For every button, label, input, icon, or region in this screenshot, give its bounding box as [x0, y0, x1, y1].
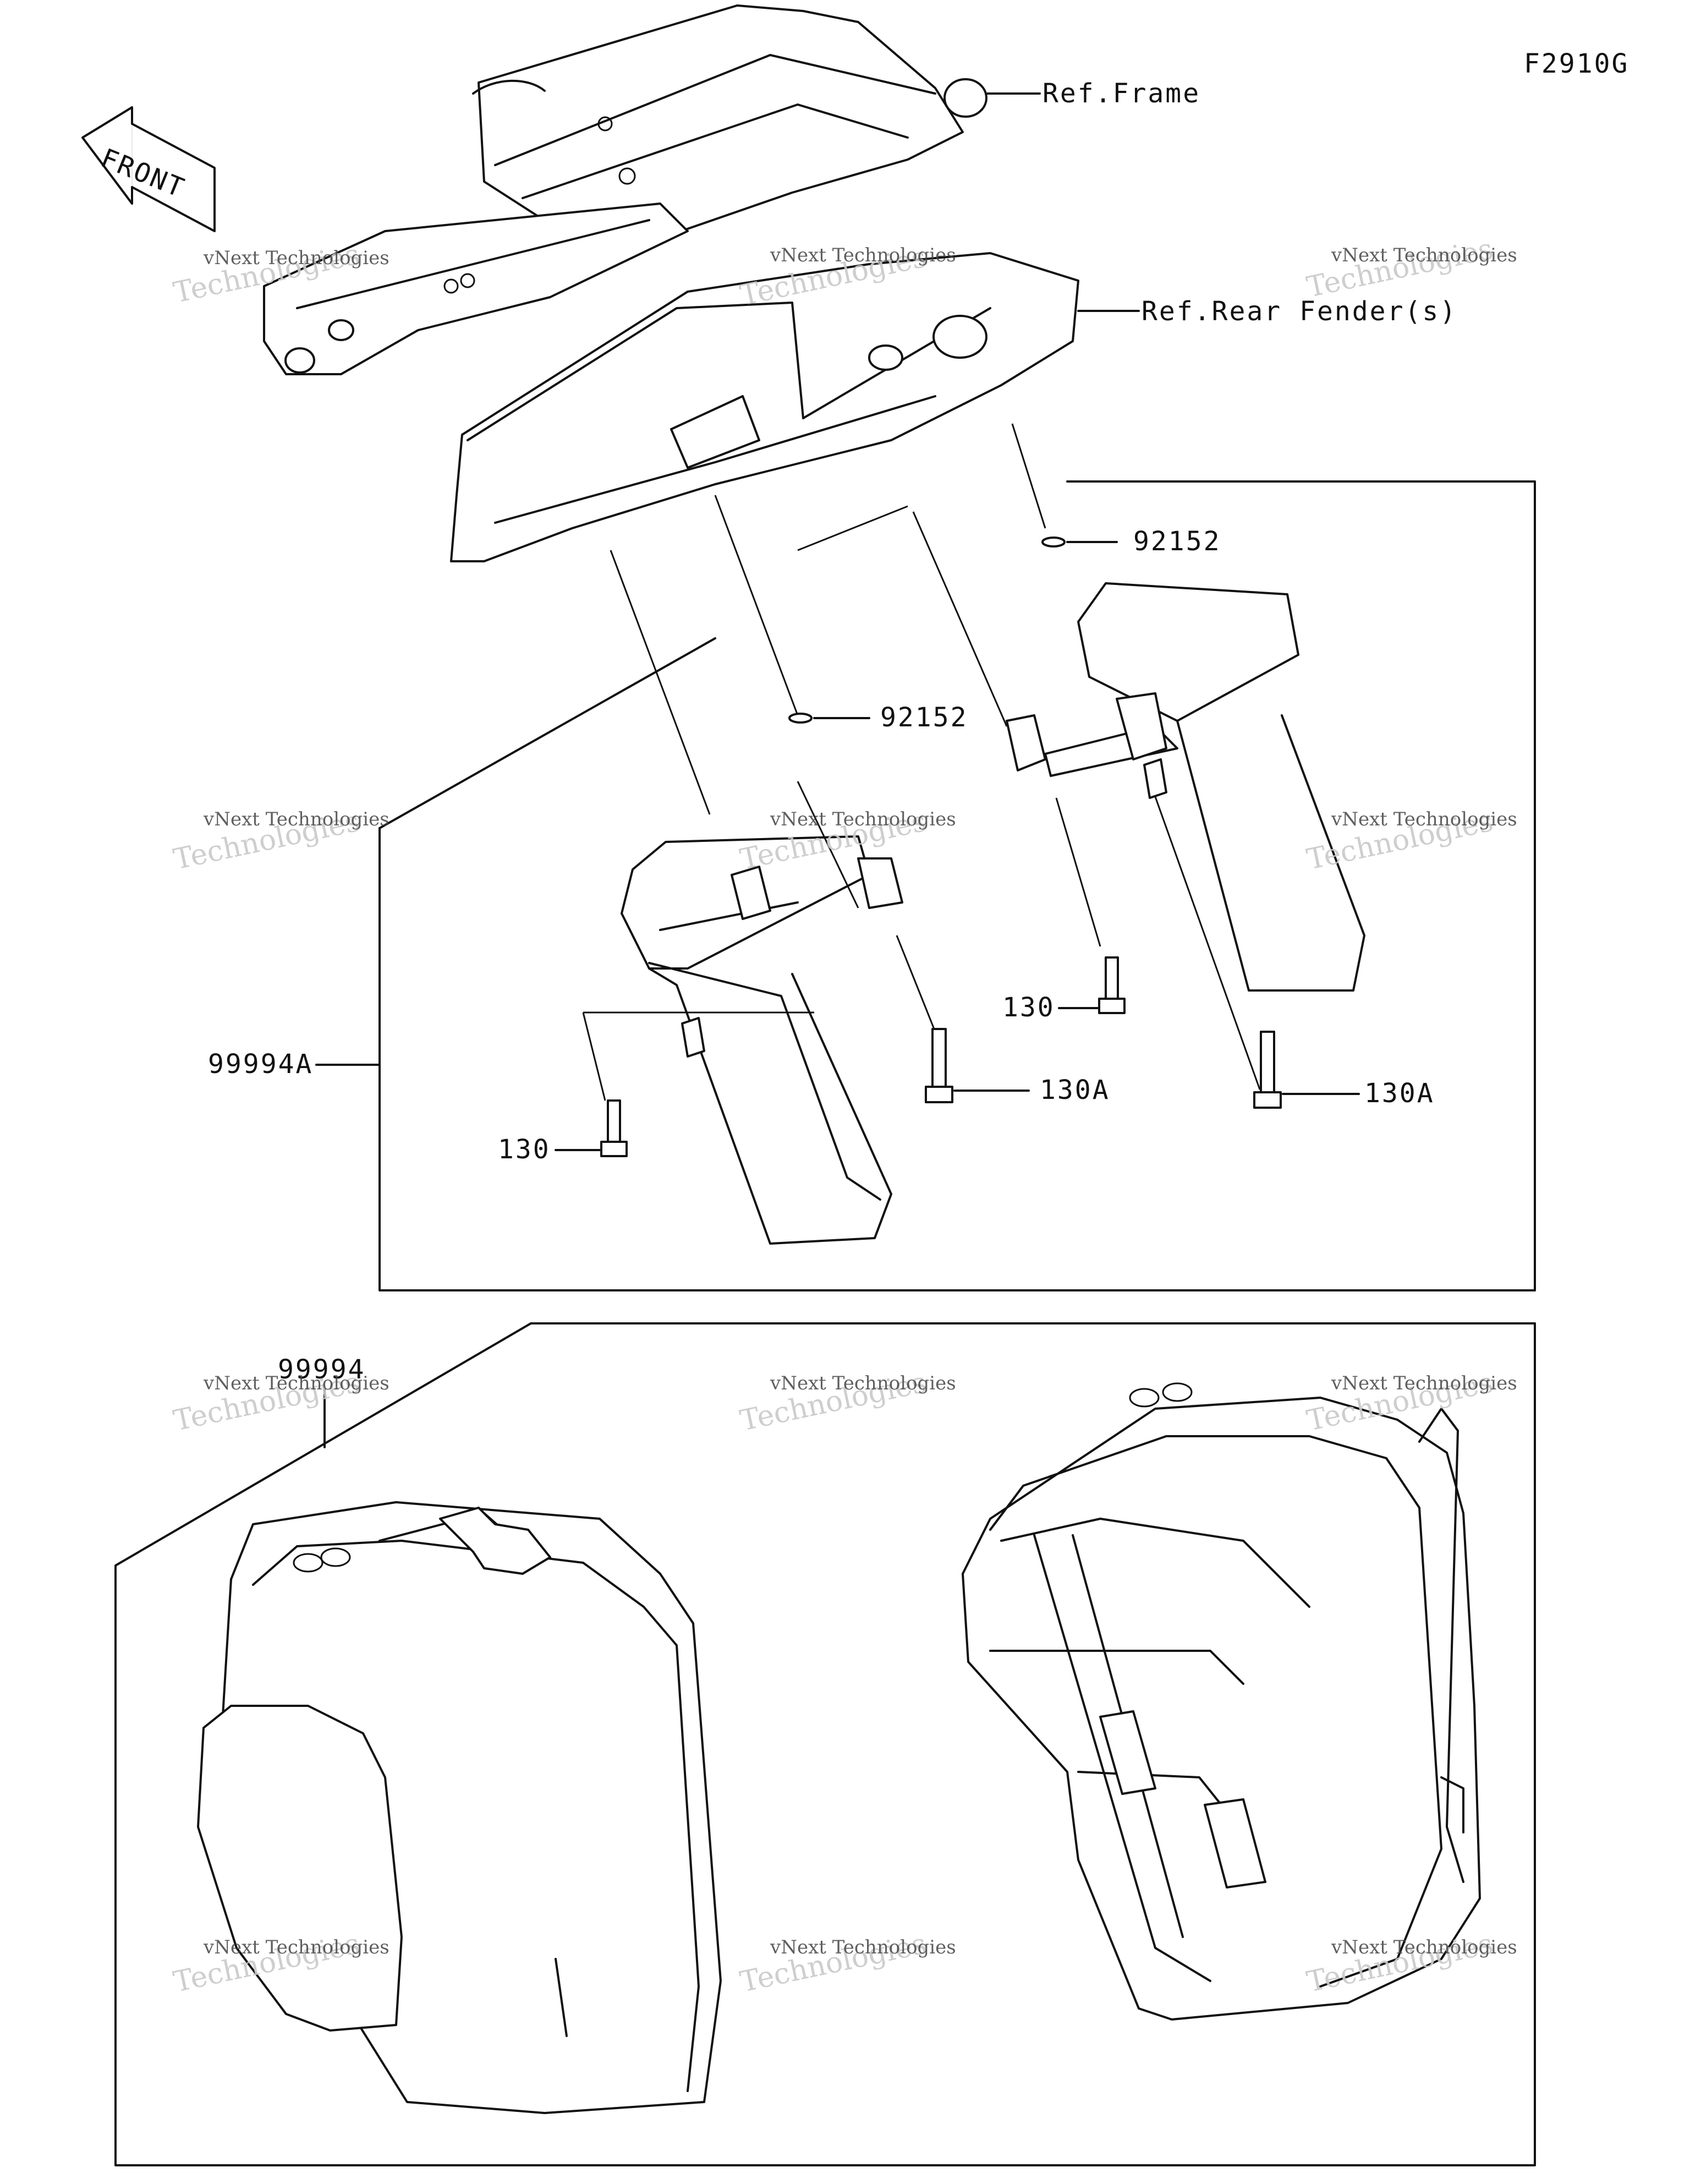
ref-frame-label: Ref.Frame: [1042, 78, 1200, 109]
watermark-brand: vNext Technologies: [1331, 1936, 1517, 1958]
bracket-kit-box: [378, 480, 1536, 1291]
label-130a-mid: 130A: [1040, 1075, 1110, 1105]
saddlebag-kit-box: [114, 1322, 1536, 2166]
watermark-brand: vNext Technologies: [1331, 1372, 1517, 1394]
watermark-brand: vNext Technologies: [203, 808, 389, 830]
watermark-brand: vNext Technologies: [770, 1372, 956, 1394]
left-bracket-drawing: [621, 835, 903, 1245]
watermark-brand: vNext Technologies: [770, 244, 956, 266]
label-99994: 99994: [278, 1354, 366, 1385]
bolt-right-130a-icon: [1253, 1031, 1282, 1109]
watermark-brand: vNext Technologies: [1331, 244, 1517, 266]
bolt-right-130-icon: [1098, 956, 1126, 1014]
bolt-mid-130a-icon: [925, 1028, 953, 1103]
watermark-brand: vNext Technologies: [1331, 808, 1517, 830]
label-130-left: 130: [498, 1134, 551, 1165]
diagram-code: F2910G: [1524, 48, 1629, 79]
label-99994a: 99994A: [208, 1049, 313, 1080]
guide-lines: [582, 423, 1261, 1101]
watermark-brand: vNext Technologies: [203, 247, 389, 269]
label-92152-mid: 92152: [880, 702, 968, 733]
left-saddlebag-drawing: [197, 1501, 722, 2114]
label-92152-upper: 92152: [1133, 526, 1221, 557]
front-arrow-icon: FRONT: [81, 106, 216, 233]
watermark-brand: vNext Technologies: [770, 1936, 956, 1958]
washer-upper-icon: [1041, 537, 1066, 548]
watermark-brand: vNext Technologies: [203, 1372, 389, 1394]
label-130a-right: 130A: [1364, 1078, 1435, 1109]
right-saddlebag-drawing: [962, 1382, 1481, 2021]
watermark-big: Technologies: [1304, 232, 1496, 304]
watermark-brand: vNext Technologies: [770, 808, 956, 830]
rear-fender-drawing: [450, 252, 1079, 562]
ref-rear-fender-label: Ref.Rear Fender(s): [1142, 296, 1457, 327]
bolt-left-130-icon: [600, 1099, 628, 1157]
watermark-brand: vNext Technologies: [203, 1936, 389, 1958]
frame-drawing: [263, 4, 987, 375]
right-bracket-drawing: [1006, 582, 1365, 992]
washer-mid-icon: [788, 713, 813, 724]
label-130-right: 130: [1002, 992, 1055, 1023]
